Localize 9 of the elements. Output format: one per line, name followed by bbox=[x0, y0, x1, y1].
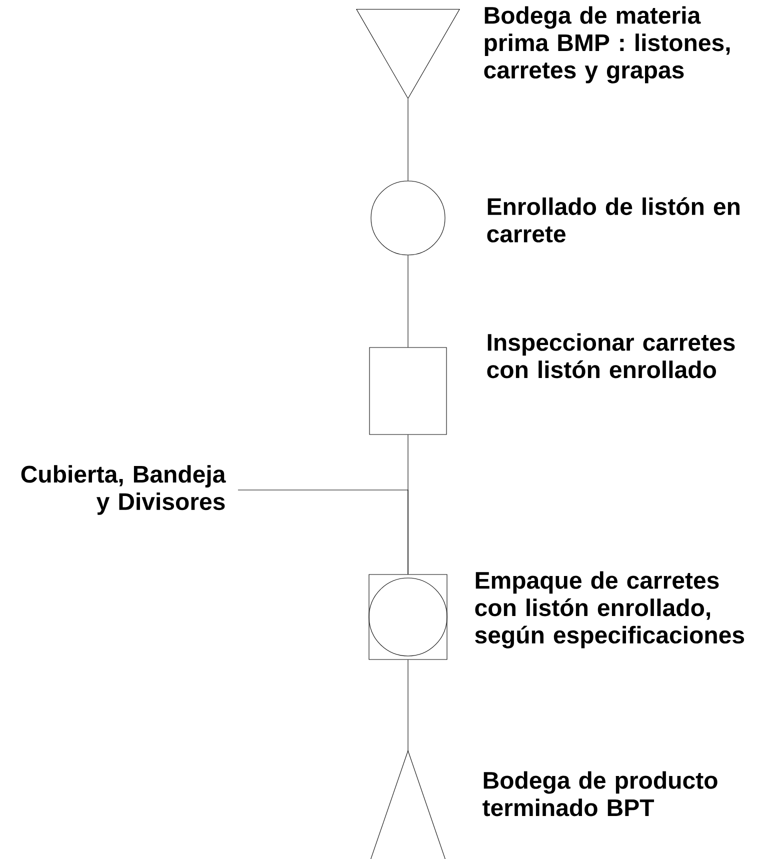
inspection-square bbox=[369, 347, 447, 435]
step-caption: Bodega de producto terminado BPT bbox=[482, 771, 718, 816]
step-caption: Inspeccionar carretes con listón enrollado bbox=[487, 333, 735, 378]
operation-circle bbox=[370, 180, 446, 256]
input-label: Cubierta, Bandeja y Divisores bbox=[21, 465, 226, 515]
step-caption: Bodega de materia prima BMP : listones, carretes y grapas bbox=[484, 6, 730, 84]
step-caption: Empaque de carretes con listón enrollado, según especificaciones bbox=[475, 571, 744, 648]
step-caption: Enrollado de listón en carrete bbox=[487, 197, 740, 242]
combined-operation-symbol bbox=[368, 574, 448, 660]
